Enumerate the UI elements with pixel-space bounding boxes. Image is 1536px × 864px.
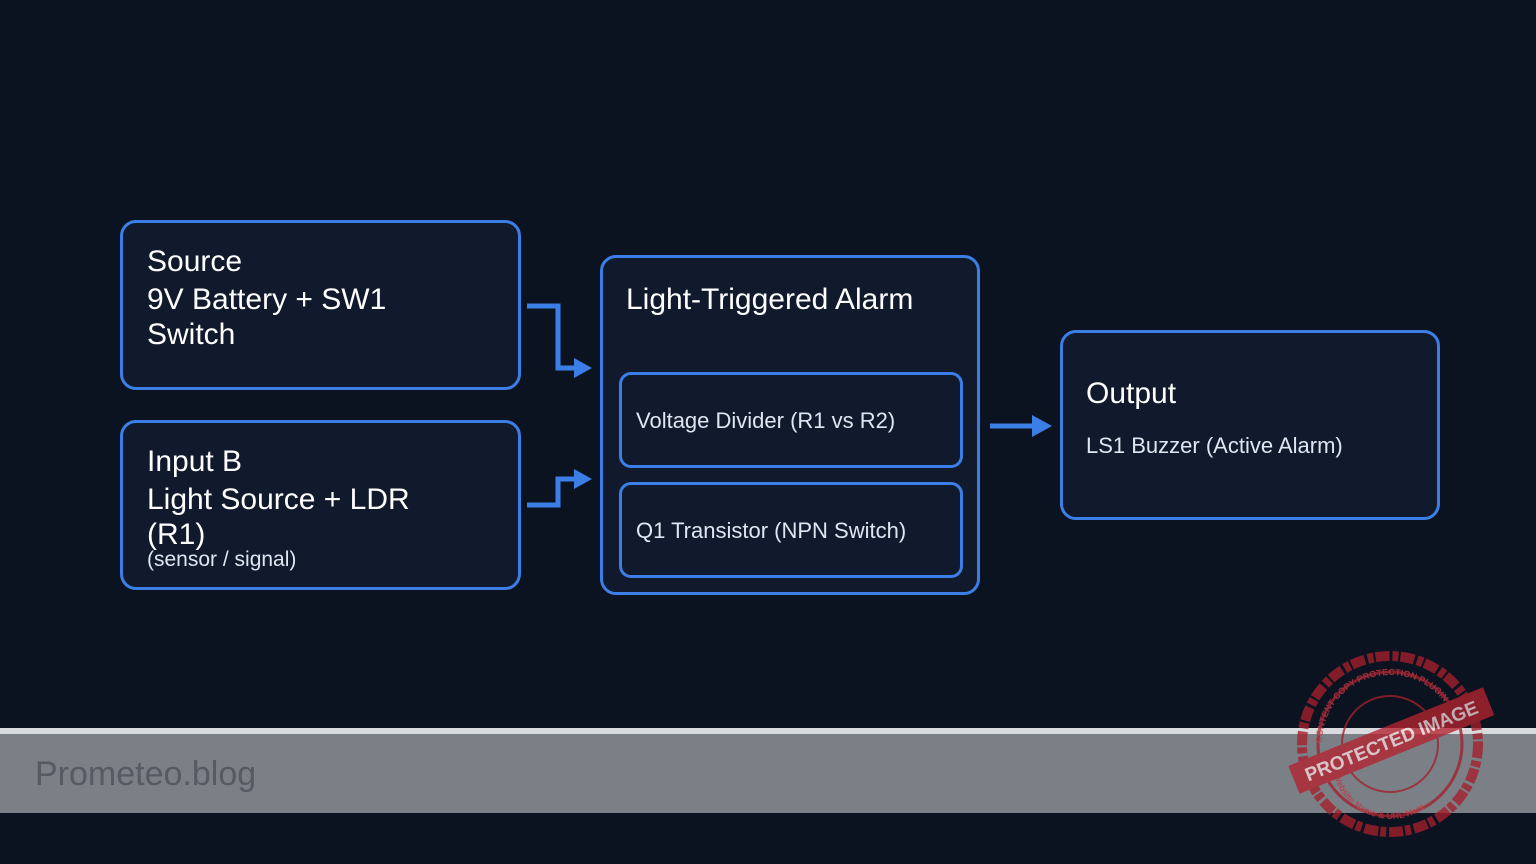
input-b-title: Input B — [147, 445, 243, 478]
input-b-line-1: Light Source + LDR — [147, 483, 410, 516]
source-line-2: Switch — [147, 318, 236, 351]
footer-divider — [0, 728, 1536, 734]
alarm-title: Light-Triggered Alarm — [626, 283, 914, 316]
source-title: Source — [147, 245, 243, 278]
output-detail: LS1 Buzzer (Active Alarm) — [1086, 433, 1343, 458]
transistor-label: Q1 Transistor (NPN Switch) — [636, 518, 907, 543]
source-line-1: 9V Battery + SW1 — [147, 283, 387, 316]
voltage-divider-label: Voltage Divider (R1 vs R2) — [636, 408, 896, 433]
output-block: Output LS1 Buzzer (Active Alarm) — [1060, 330, 1440, 520]
transistor-block: Q1 Transistor (NPN Switch) — [619, 482, 963, 578]
footer-brand: Prometeo.blog — [35, 755, 257, 793]
alarm-block: Light-Triggered Alarm Voltage Divider (R… — [600, 255, 980, 595]
output-title: Output — [1086, 377, 1177, 410]
input-b-line-2: (R1) — [147, 518, 206, 551]
source-to-alarm-arrow — [527, 303, 584, 371]
input-b-block: Input B Light Source + LDR (R1) (sensor … — [120, 420, 521, 590]
protected-image-stamp: CONTENT COPY PROTECTION PLUGIN My Websit… — [1288, 651, 1495, 837]
input-to-alarm-arrow — [527, 476, 584, 508]
input-b-note: (sensor / signal) — [147, 548, 297, 571]
voltage-divider-block: Voltage Divider (R1 vs R2) — [619, 372, 963, 468]
footer-bar: Prometeo.blog — [0, 734, 1536, 813]
source-block: Source 9V Battery + SW1 Switch — [120, 220, 521, 390]
